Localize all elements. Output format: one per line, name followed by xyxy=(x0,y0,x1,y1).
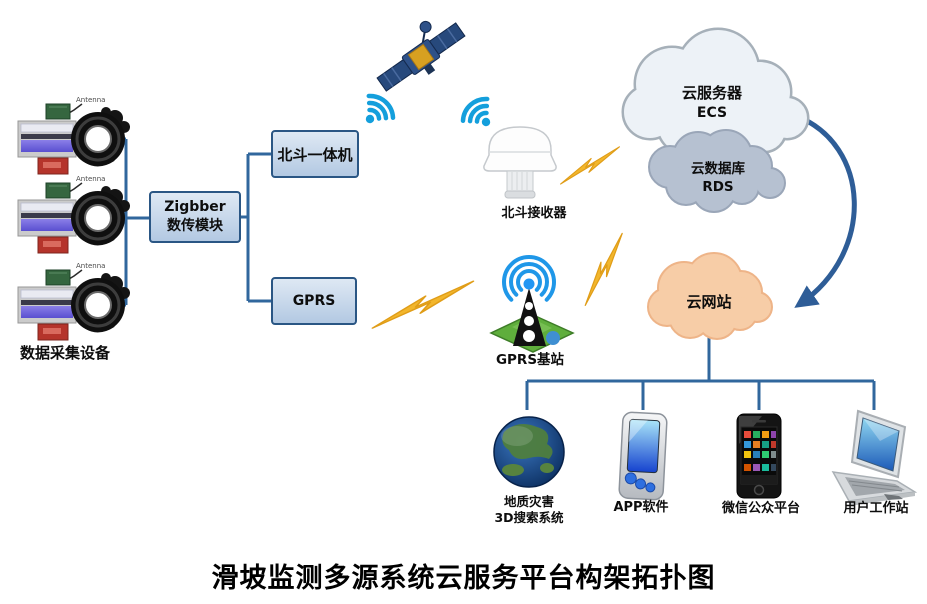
laptop-icon xyxy=(831,409,918,506)
rds-cloud-label: 云数据库 RDS xyxy=(658,161,778,196)
sensor-device-icon xyxy=(16,268,132,342)
rds-line1: 云数据库 xyxy=(691,161,745,177)
gprs-station-label: GPRS基站 xyxy=(495,352,565,368)
gprs-tower-icon xyxy=(489,255,575,353)
zigbee-line2: 数传模块 xyxy=(167,218,223,234)
geo-line1: 地质灾害 xyxy=(503,494,554,509)
geo-line2: 3D搜索系统 xyxy=(494,510,564,526)
satellite-icon xyxy=(376,20,466,92)
gprs-box xyxy=(271,277,357,325)
lightning-icon xyxy=(367,280,479,330)
beidou-unit-text: 北斗一体机 xyxy=(277,145,353,164)
lightning-icon xyxy=(555,146,625,185)
diagram-title: 滑坡监测多源系统云服务平台构架拓扑图 xyxy=(211,563,716,594)
pda-icon xyxy=(618,411,668,501)
zigbee-box-label: Zigbber 数传模块 xyxy=(150,192,240,242)
iphone-icon xyxy=(736,413,782,499)
globe-icon xyxy=(493,416,565,488)
sensor-device-icon xyxy=(16,102,132,176)
ecs-cloud-label: 云服务器 ECS xyxy=(652,84,772,122)
gprs-box-label: GPRS xyxy=(272,278,356,324)
beidou-unit-box xyxy=(271,130,359,178)
terminal-label-workstation: 用户工作站 xyxy=(843,501,909,516)
web-cloud-label: 云网站 xyxy=(686,293,732,311)
antenna-label: Antenna xyxy=(76,262,106,270)
sensor-group-label: 数据采集设备 xyxy=(19,344,110,362)
gprs-text: GPRS xyxy=(292,293,336,309)
terminal-label-app: APP软件 xyxy=(613,500,669,515)
terminal-label-wechat: 微信公众平台 xyxy=(721,501,800,516)
ecs-line1: 云服务器 xyxy=(681,84,742,102)
terminal-label-geo: 地质灾害 3D搜索系统 xyxy=(478,494,580,527)
sensor-device-icon xyxy=(16,181,132,255)
ecs-to-web-arrow xyxy=(793,113,857,308)
beidou-receiver-label: 北斗接收器 xyxy=(501,206,567,221)
wifi-signal-icon xyxy=(458,94,500,136)
wifi-signal-icon xyxy=(355,91,397,133)
antenna-label: Antenna xyxy=(76,175,106,183)
beidou-receiver-icon xyxy=(483,126,557,199)
rds-line2: RDS xyxy=(702,178,734,195)
zigbee-line1: Zigbber xyxy=(164,199,226,215)
antenna-label: Antenna xyxy=(76,96,106,104)
zigbee-box xyxy=(149,191,241,243)
ecs-line2: ECS xyxy=(696,104,728,121)
beidou-unit-label: 北斗一体机 xyxy=(272,131,358,177)
lightning-icon xyxy=(565,232,643,307)
